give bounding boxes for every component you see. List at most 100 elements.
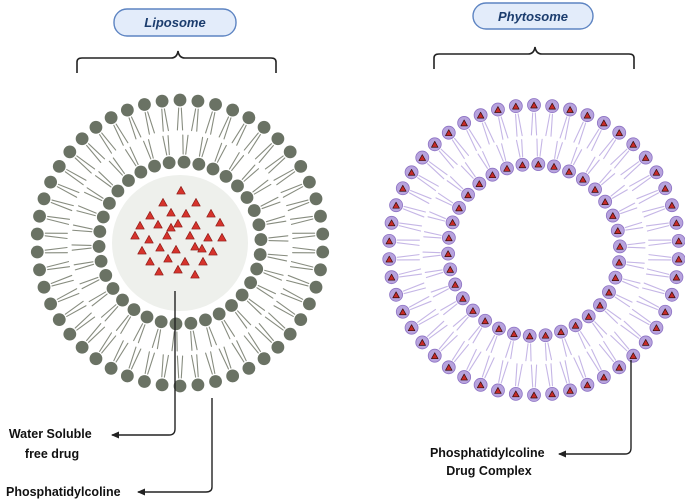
liposome-outer-head xyxy=(89,352,103,366)
phytosome-drug-triangle xyxy=(418,339,426,346)
liposome-outer-head xyxy=(294,313,308,327)
liposome-outer-head xyxy=(138,375,151,388)
phytosome-drug-triangle xyxy=(601,198,609,205)
phytosome-inner-tail xyxy=(423,231,442,236)
liposome-outer-tail xyxy=(180,355,184,379)
phytosome-drug-triangle xyxy=(460,373,468,381)
drug-triangle xyxy=(191,221,201,230)
phytosome-inner-tail xyxy=(561,339,567,357)
liposome-outer-tail xyxy=(191,354,197,378)
liposome-outer-tail xyxy=(46,218,70,225)
phytosome-inner-tail xyxy=(624,221,643,229)
phytosome-drug-triangle xyxy=(668,291,676,299)
phytosome-drug-triangle xyxy=(431,352,439,360)
drug-triangle xyxy=(190,270,200,279)
liposome-outer-tail xyxy=(113,124,124,146)
liposome-inner-tail xyxy=(241,164,256,180)
liposome-drug-cluster xyxy=(130,186,227,279)
drug-triangle xyxy=(215,218,225,227)
drug-triangle xyxy=(180,257,190,266)
liposome-outer-head xyxy=(283,145,297,159)
phytosome-outer-tail xyxy=(453,344,470,363)
liposome-outer-tail xyxy=(64,171,84,186)
phytosome-outer-tail xyxy=(638,192,660,204)
liposome-outer-tail xyxy=(144,351,150,374)
liposome-inner-head xyxy=(254,233,268,246)
phytosome-drug-triangle xyxy=(445,234,453,242)
phytosome-drug-triangle xyxy=(488,171,497,179)
liposome-inner-tail xyxy=(261,201,281,210)
liposome-inner-tail xyxy=(120,316,132,334)
liposome-outer-head xyxy=(314,263,327,277)
liposome-inner-tail xyxy=(208,326,217,346)
phytosome-inner-tail xyxy=(626,261,645,264)
drug-triangle xyxy=(163,254,173,263)
liposome-outer-tail xyxy=(51,199,74,207)
water-soluble-label-line2: free drug xyxy=(25,447,79,461)
liposome-outer-head xyxy=(294,159,308,173)
phytosome-outer-tail xyxy=(484,357,495,379)
liposome-outer-tail xyxy=(115,123,129,144)
liposome-outer-tail xyxy=(50,201,73,212)
phytosome-drug-triangle xyxy=(387,219,396,227)
liposome-outer-tail xyxy=(268,312,286,329)
phytosome-outer-tail xyxy=(559,361,568,384)
phytosome-outer-tail xyxy=(645,273,669,278)
phytosome-outer-tail xyxy=(418,174,439,187)
drug-triangle xyxy=(173,219,183,228)
liposome-outer-head xyxy=(52,313,66,327)
liposome-inner-tail xyxy=(246,300,262,315)
phytosome-outer-tail xyxy=(440,148,458,165)
membrane-leader-arrow xyxy=(137,398,213,496)
phytosome-drug-triangle xyxy=(448,219,457,226)
phytosome-outer-tail xyxy=(398,268,422,275)
liposome-outer-tail xyxy=(273,305,294,317)
liposome-outer-head xyxy=(33,263,46,277)
drug-complex-label-line2: Drug Complex xyxy=(446,464,531,478)
phytosome-outer-tail xyxy=(517,363,523,387)
liposome-outer-head xyxy=(104,361,118,375)
phytosome-inner-tail xyxy=(620,207,638,215)
phytosome-drug-triangle xyxy=(476,111,485,119)
liposome-outer-tail xyxy=(99,133,113,154)
phytosome-outer-tail xyxy=(610,335,628,352)
drug-triangle xyxy=(130,231,140,240)
liposome-outer-head xyxy=(271,340,285,354)
liposome-inner-tail xyxy=(73,261,94,266)
phytosome-inner-tail xyxy=(437,192,454,204)
phytosome-outer-tail xyxy=(614,331,630,350)
phytosome-inner-tail xyxy=(610,184,625,197)
liposome-inner-tail xyxy=(253,183,272,195)
phytosome-drug-triangle xyxy=(565,168,573,175)
liposome-outer-tail xyxy=(74,312,92,329)
liposome-outer-head xyxy=(257,352,271,366)
liposome-outer-tail xyxy=(196,108,199,132)
phytosome-outer-tail xyxy=(631,177,651,192)
liposome-inner-tail xyxy=(84,191,103,202)
phytosome-drug-triangle xyxy=(652,324,661,332)
phytosome-outer-tail xyxy=(402,208,425,218)
drug-triangle xyxy=(190,242,200,251)
drug-triangle xyxy=(153,220,163,229)
liposome-outer-tail xyxy=(180,107,184,131)
phytosome-drug-triangle xyxy=(503,165,511,172)
liposome-inner-tail xyxy=(256,287,274,299)
phytosome-drug-triangle xyxy=(445,363,453,371)
liposome-inner-tail xyxy=(223,319,236,337)
phytosome-title: Phytosome xyxy=(498,9,568,24)
phytosome-inner-tail xyxy=(468,326,481,341)
phytosome-outer-tail xyxy=(643,208,666,218)
liposome-inner-tail xyxy=(81,279,100,290)
phytosome-inner-tail xyxy=(472,327,483,344)
phytosome-inner-tail xyxy=(477,153,488,169)
phytosome-outer-tail xyxy=(646,225,670,232)
phytosome-drug-triangle xyxy=(475,180,483,187)
drug-complex-label: Phosphatidylcoline Drug Complex xyxy=(430,446,548,478)
liposome-inner-tail xyxy=(147,139,154,159)
phytosome-outer-tail xyxy=(534,364,538,388)
liposome-inner-tail xyxy=(243,168,260,182)
liposome-outer-tail xyxy=(176,107,180,131)
liposome-outer-head xyxy=(44,297,58,311)
phytosome-drug-triangle xyxy=(571,321,580,329)
liposome-outer-tail xyxy=(273,169,294,181)
